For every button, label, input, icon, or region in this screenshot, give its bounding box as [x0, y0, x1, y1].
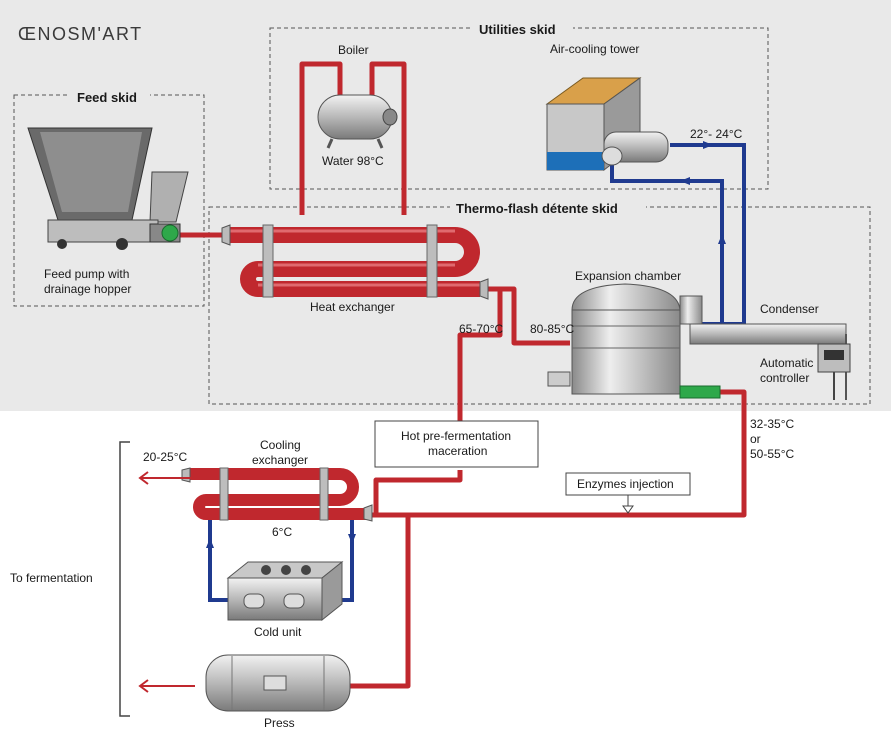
exchanger-to-maceration-pipe [457, 289, 503, 422]
heat-exchanger-coil [230, 227, 480, 297]
press-label: Press [264, 716, 295, 730]
tower-temp-label: 22°- 24°C [690, 127, 743, 141]
boiler-illustration [317, 94, 398, 149]
cold-unit-illustration [226, 560, 344, 622]
maceration-to-cooling-pipe [373, 470, 463, 516]
utilities-skid-title: Utilities skid [479, 22, 556, 37]
to-press-pipe [350, 515, 411, 689]
condenser-label: Condenser [760, 302, 819, 316]
automatic-controller-label-2: controller [760, 371, 809, 385]
feed-pump-label-2: drainage hopper [44, 282, 131, 296]
cooling-exchanger-label-1: Cooling [260, 438, 301, 452]
to-fermentation-label: To fermentation [10, 571, 93, 585]
injection-arrow-icon [622, 505, 634, 514]
air-cooling-tower-illustration [545, 77, 669, 172]
automatic-controller-label-1: Automatic [760, 356, 813, 370]
hot-maceration-label-2: maceration [428, 444, 487, 458]
temp-50-55-label: 50-55°C [750, 447, 794, 461]
boiler-return-pipe [369, 61, 407, 215]
feed-pump-label-1: Feed pump with [44, 267, 129, 281]
hot-maceration-box [374, 420, 539, 468]
water-temp-label: Water 98°C [322, 154, 384, 168]
arrow-left-icon [680, 177, 690, 185]
hot-maceration-label-1: Hot pre-fermentation [401, 429, 511, 443]
cold-unit-label: Cold unit [254, 625, 302, 639]
arrow-up-icon [206, 538, 214, 548]
cooling-exchanger-label-2: exchanger [252, 453, 308, 467]
automatic-controller-illustration [817, 343, 851, 400]
expansion-chamber-illustration [547, 283, 721, 399]
air-cooling-tower-label: Air-cooling tower [550, 42, 639, 56]
temp-20-25-label: 20-25°C [143, 450, 187, 464]
cooling-exchanger-coil [190, 468, 366, 520]
logo-text: ŒNOSM'ART [18, 24, 143, 44]
temp-65-70-label: 65-70°C [459, 322, 503, 336]
arrow-up-icon [718, 234, 726, 244]
temp-32-35-label: 32-35°C [750, 417, 794, 431]
heat-exchanger-support-right [426, 224, 438, 298]
expansion-chamber-label: Expansion chamber [575, 269, 681, 283]
tower-supply-pipe [610, 165, 724, 324]
feed-pump-illustration [27, 127, 189, 250]
thermo-skid-title: Thermo-flash détente skid [456, 201, 618, 216]
heat-exchanger-support-left [262, 224, 274, 298]
feed-skid-title: Feed skid [77, 90, 137, 105]
boiler-supply-pipe [299, 61, 343, 215]
fermentation-bracket [119, 441, 130, 717]
exchanger-outlet-nozzle [479, 278, 489, 300]
temp-6-label: 6°C [272, 525, 292, 539]
temp-80-85-label: 80-85°C [530, 322, 574, 336]
exchanger-inlet-nozzle [221, 224, 231, 246]
enzymes-injection-label: Enzymes injection [577, 477, 674, 491]
press-illustration [205, 654, 351, 712]
arrow-right-icon [703, 141, 713, 149]
arrow-down-icon [348, 534, 356, 544]
heat-exchanger-label: Heat exchanger [310, 300, 395, 314]
temp-or-label: or [750, 432, 761, 446]
boiler-label: Boiler [338, 43, 369, 57]
